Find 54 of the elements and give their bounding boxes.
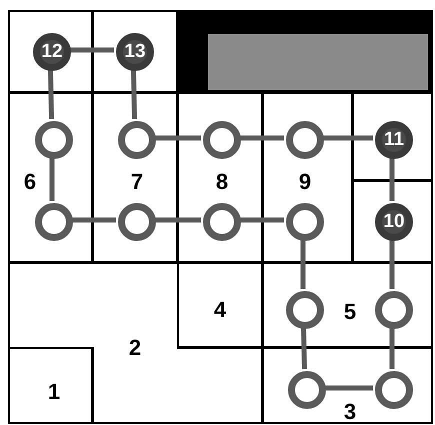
room-number: 1 xyxy=(48,381,60,403)
connector-line xyxy=(390,239,394,289)
circle-node xyxy=(375,291,413,329)
circle-node xyxy=(286,121,324,159)
circle-node xyxy=(35,203,73,241)
circle-node xyxy=(286,291,324,329)
connector-line xyxy=(71,218,116,222)
connector-line xyxy=(154,218,201,222)
room-number: 7 xyxy=(130,171,144,193)
room xyxy=(352,180,433,263)
room xyxy=(352,92,433,181)
room xyxy=(262,347,433,424)
connector-line xyxy=(322,136,373,140)
circle-node xyxy=(118,121,156,159)
room-number: 3 xyxy=(344,401,356,423)
connector-line xyxy=(69,48,114,52)
l-shaped-room xyxy=(8,262,263,424)
room-number: 9 xyxy=(298,171,312,193)
connector-line xyxy=(390,157,394,201)
circle-node xyxy=(35,121,73,159)
connector-line xyxy=(300,326,308,370)
room-number: 5 xyxy=(344,301,356,323)
circle-node xyxy=(118,203,156,241)
room xyxy=(262,92,353,263)
circle-node xyxy=(286,203,324,241)
circle-node xyxy=(375,371,413,409)
circle-node xyxy=(203,121,241,159)
connector-line xyxy=(130,68,138,120)
numbered-circle: 13 xyxy=(116,33,154,71)
connector-line xyxy=(239,136,284,140)
room xyxy=(8,347,93,424)
connector-line xyxy=(239,218,284,222)
connector-line xyxy=(50,157,54,201)
room-number: 6 xyxy=(24,171,36,193)
room-number: 8 xyxy=(216,171,228,193)
room xyxy=(177,92,263,263)
room xyxy=(8,10,93,93)
circle-node xyxy=(288,371,326,409)
numbered-circle: 11 xyxy=(375,121,413,159)
numbered-circle: 10 xyxy=(375,203,413,241)
room xyxy=(262,262,433,348)
connector-line xyxy=(390,327,394,369)
room-number: 4 xyxy=(214,299,226,321)
room xyxy=(8,92,93,263)
numbered-circle: 12 xyxy=(33,33,71,71)
room xyxy=(92,92,178,263)
room-number: 2 xyxy=(128,337,142,359)
connector-line xyxy=(324,386,373,390)
room xyxy=(92,10,178,93)
room xyxy=(177,262,263,348)
connector-line xyxy=(300,239,306,289)
connector-line xyxy=(154,136,201,140)
connector-line xyxy=(48,68,54,120)
circle-node xyxy=(203,203,241,241)
